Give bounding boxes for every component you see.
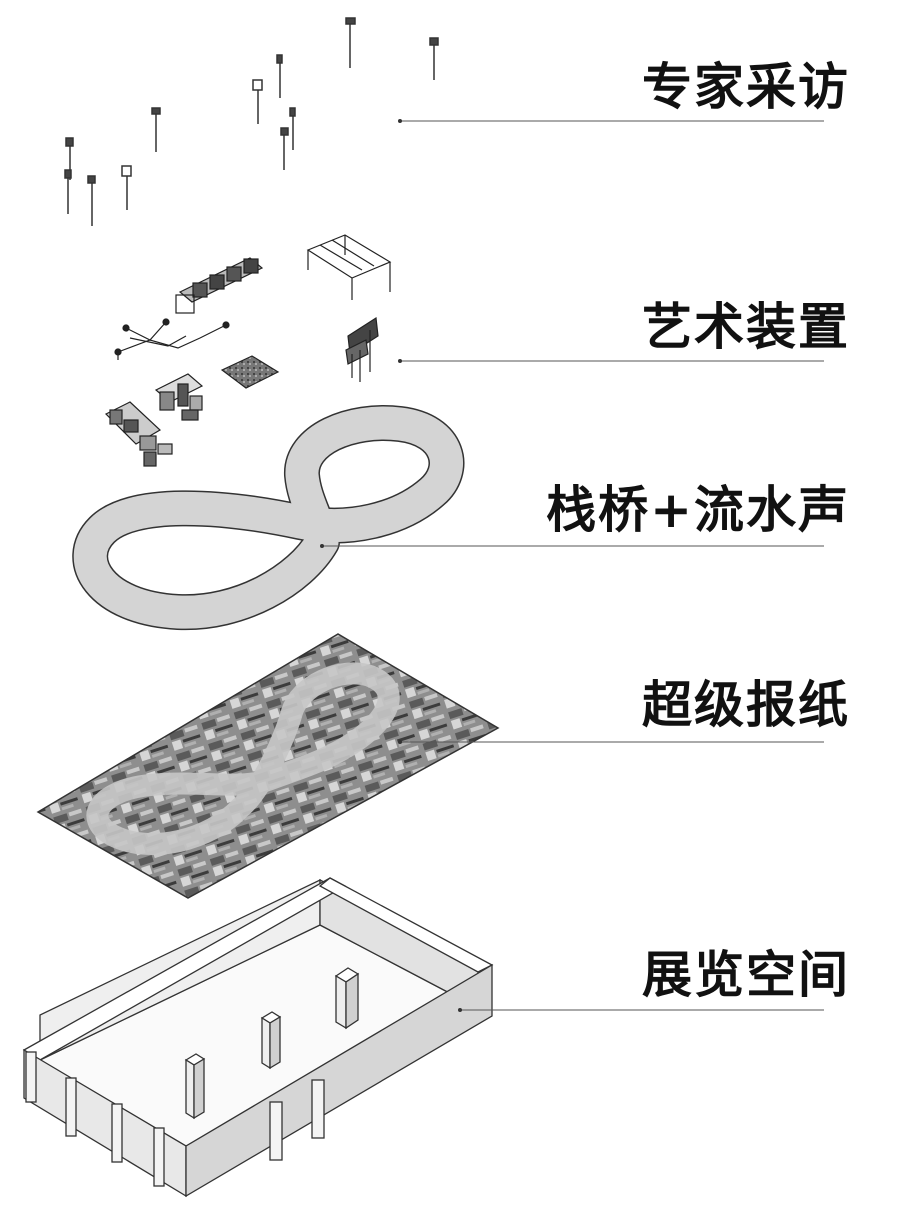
super-newspaper bbox=[36, 633, 500, 899]
layer-label-expert-interview: 专家采访 bbox=[642, 58, 850, 116]
frame-pavilion bbox=[306, 234, 392, 300]
cube-row bbox=[175, 257, 264, 314]
post bbox=[121, 165, 132, 210]
textured-panel bbox=[220, 355, 280, 389]
post bbox=[151, 107, 161, 152]
post bbox=[64, 169, 72, 214]
post bbox=[276, 54, 283, 98]
collage-cluster bbox=[154, 373, 204, 421]
layer-label-super-newspaper: 超级报纸 bbox=[642, 676, 850, 734]
post bbox=[280, 127, 289, 170]
post bbox=[87, 175, 96, 226]
post bbox=[252, 79, 263, 124]
exhibition-space bbox=[22, 877, 494, 1198]
post bbox=[289, 107, 296, 150]
layer-label-art-installation: 艺术装置 bbox=[642, 298, 850, 356]
collage-cluster bbox=[104, 401, 173, 467]
post bbox=[345, 17, 356, 68]
figure-eight-boardwalk bbox=[72, 405, 465, 631]
post bbox=[429, 37, 439, 80]
columns bbox=[184, 967, 360, 1120]
layer-label-boardwalk-water-sound: 栈桥+流水声 bbox=[546, 481, 850, 539]
layer-label-exhibition-space: 展览空间 bbox=[642, 946, 850, 1004]
branch-installation bbox=[114, 318, 230, 360]
art-installations bbox=[104, 234, 392, 467]
leader-lines bbox=[322, 120, 824, 1011]
signboards bbox=[345, 316, 379, 382]
buttresses bbox=[25, 1051, 325, 1187]
expert-interview-posts bbox=[64, 17, 439, 226]
